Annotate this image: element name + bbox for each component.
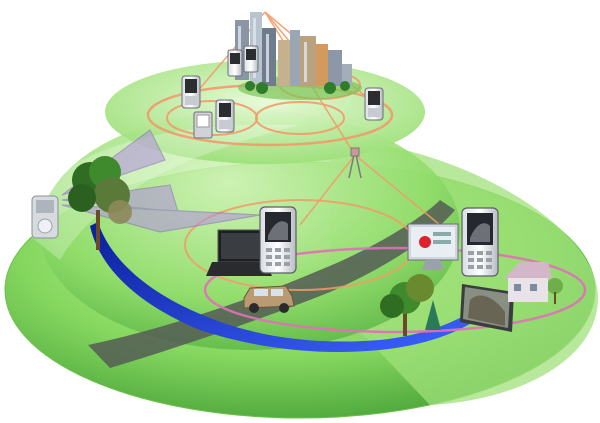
city-skyline-icon (235, 12, 362, 100)
tree-cluster-icon (68, 156, 132, 250)
mobile-phone-icon (259, 206, 297, 274)
mobile-phone-icon (227, 45, 259, 77)
desktop-monitor-icon (407, 223, 459, 270)
house-icon (504, 262, 552, 302)
pda-device-icon (193, 111, 213, 139)
lower-coverage-ring (203, 246, 587, 334)
river (90, 222, 484, 352)
laptop-icon (206, 229, 272, 276)
mobile-phone-icon (364, 87, 384, 121)
mobile-phone-icon (215, 99, 235, 133)
mp3-player-icon (31, 195, 59, 239)
hill-shading (10, 124, 300, 260)
base-station-tower-icon (348, 147, 362, 179)
mobile-phone-icon (181, 75, 201, 109)
tree-cluster-icon (380, 274, 563, 336)
mobile-phone-icon (461, 207, 499, 277)
suv-car-icon (243, 285, 295, 313)
top-small-ring-right (255, 101, 345, 135)
road (88, 200, 455, 368)
television-icon (460, 284, 514, 332)
